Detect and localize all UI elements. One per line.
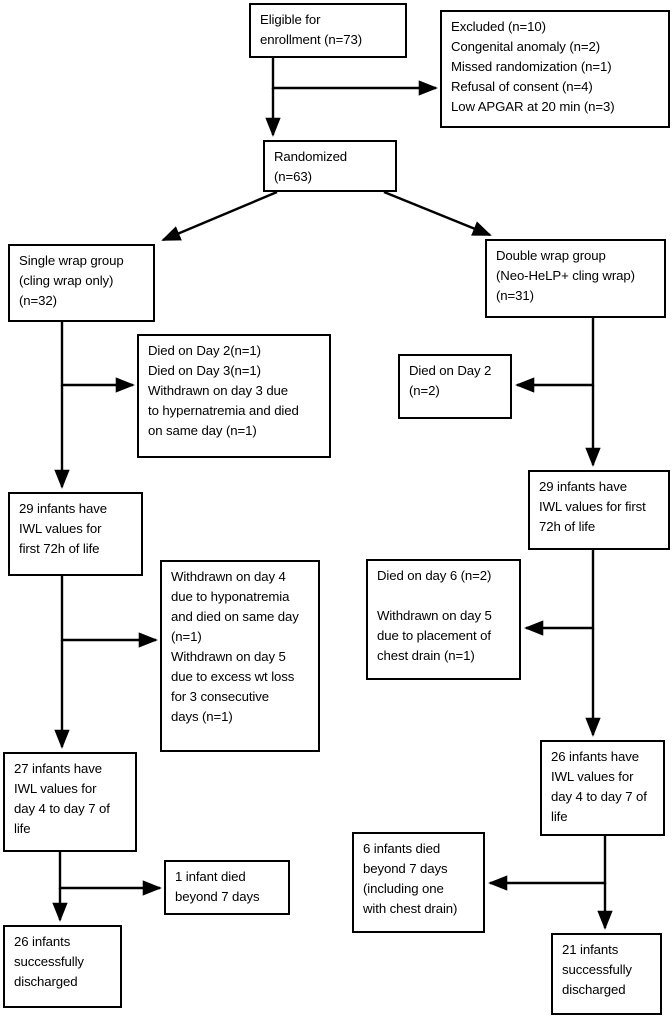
node-single-wrap-died-beyond-7-days: 1 infant died beyond 7 days [164,860,290,915]
node-randomized: Randomized (n=63) [263,140,397,192]
node-single-wrap-27-infants: 27 infants have IWL values for day 4 to … [3,752,137,852]
node-excluded: Excluded (n=10) Congenital anomaly (n=2)… [440,10,670,128]
edge-single-27-to-died-late [58,852,162,896]
node-double-wrap-29-infants: 29 infants have IWL values for first 72h… [528,470,670,550]
node-single-wrap-withdrawals: Withdrawn on day 4 due to hyponatremia a… [160,560,320,752]
node-eligible-for-enrollment: Eligible for enrollment (n=73) [249,3,407,58]
node-single-wrap-discharged: 26 infants successfully discharged [3,925,122,1008]
node-single-wrap-early-deaths: Died on Day 2(n=1) Died on Day 3(n=1) Wi… [137,334,331,458]
edge-double-26-to-died-late [488,836,607,891]
edge-double-group-to-died-early [515,318,595,393]
edge-single-group-to-died-early [60,322,135,393]
node-single-wrap-29-infants: 29 infants have IWL values for first 72h… [8,492,143,576]
node-double-wrap-group: Double wrap group (Neo-HeLP+ cling wrap)… [485,239,666,318]
node-double-wrap-26-infants: 26 infants have IWL values for day 4 to … [540,740,665,836]
edge-eligible-to-excluded [271,58,438,96]
node-double-wrap-withdrawals: Died on day 6 (n=2) Withdrawn on day 5 d… [366,559,521,680]
node-double-wrap-discharged: 21 infants successfully discharged [551,933,662,1015]
node-double-wrap-early-deaths: Died on Day 2 (n=2) [398,354,512,419]
node-double-wrap-died-beyond-7-days: 6 infants died beyond 7 days (including … [352,832,485,933]
edge-single-29-to-withdrawn [60,576,158,648]
node-single-wrap-group: Single wrap group (cling wrap only) (n=3… [8,244,155,322]
edge-randomized-to-single-group [161,190,278,242]
edge-double-29-to-withdrawn [524,550,595,636]
edge-randomized-to-double-group [383,190,492,237]
